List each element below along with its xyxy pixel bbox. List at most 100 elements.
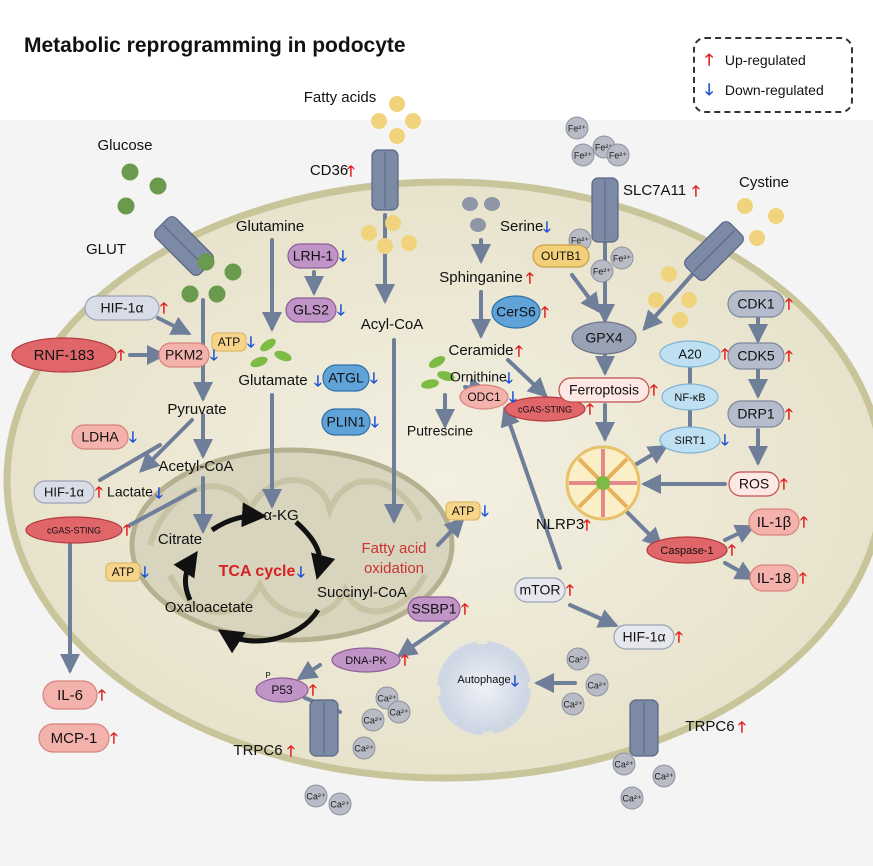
ca-ion: Ca²⁺ bbox=[352, 736, 376, 760]
slc7a11-transporter bbox=[591, 177, 619, 243]
cystine-to-gpx4-arrow bbox=[642, 266, 700, 331]
phospho-label: P bbox=[265, 671, 270, 680]
fatty-acid-particle bbox=[389, 128, 405, 144]
fatty-acid-particle bbox=[361, 225, 377, 241]
caspase1-to-il1b-arrow bbox=[723, 524, 756, 543]
autophage-down-arrow-icon: 🡓 bbox=[511, 673, 519, 690]
node-mcp1-label: MCP-1 bbox=[51, 730, 98, 747]
node-cdk5: CDK5 bbox=[727, 342, 785, 370]
node-mtor-up-arrow-icon: 🡑 bbox=[566, 582, 574, 599]
fatty-acid-particle bbox=[385, 215, 401, 231]
node-pkm2: PKM2 bbox=[158, 342, 210, 368]
trpc6-channel-right bbox=[629, 699, 659, 757]
glut-transporter-seam bbox=[163, 225, 205, 267]
cystine-transporter-seam bbox=[693, 230, 735, 272]
node-caspase1: Caspase-1 bbox=[646, 536, 728, 564]
ceramide-up-arrow-icon: 🡑 bbox=[515, 343, 523, 360]
dnapk-to-p53-arrow bbox=[296, 660, 322, 681]
node-gls2-down-arrow-icon: 🡓 bbox=[337, 302, 345, 319]
label-succinyl-coa: Succinyl-CoA bbox=[317, 584, 407, 601]
ca-ion: Ca²⁺ bbox=[561, 692, 585, 716]
page-title: Metabolic reprogramming in podocyte bbox=[24, 34, 406, 57]
node-gpx4-shape bbox=[571, 321, 637, 355]
glutamate-down-arrow-icon: 🡓 bbox=[314, 373, 322, 390]
node-ferroptosis-label: Ferroptosis bbox=[569, 382, 639, 398]
ca-ion-circle bbox=[652, 764, 676, 788]
node-caspase1-shape bbox=[646, 536, 728, 564]
ca-ion-circle bbox=[361, 708, 385, 732]
node-ros-label: ROS bbox=[739, 476, 769, 492]
node-p53-shape bbox=[255, 677, 309, 703]
label-cd36: CD36 bbox=[310, 162, 348, 179]
hif1a-to-pkm2-arrow bbox=[156, 316, 192, 335]
node-ferroptosis-up-arrow-icon: 🡑 bbox=[650, 382, 658, 399]
ca-ion-label: Ca²⁺ bbox=[563, 699, 583, 709]
label-glutamine: Glutamine bbox=[236, 218, 304, 235]
node-cgas-sting-mid-up-arrow-icon: 🡑 bbox=[586, 401, 594, 418]
fe-ion-circle bbox=[610, 246, 634, 270]
ca-ion-circle bbox=[620, 786, 644, 810]
node-pkm2-down-arrow-icon: 🡓 bbox=[210, 347, 218, 364]
node-cers6: CerS6 bbox=[491, 295, 541, 329]
cgas-to-acetylcoa-arrow bbox=[128, 488, 197, 527]
node-ssbp1-shape bbox=[407, 596, 461, 622]
fe-ion-circle bbox=[571, 143, 595, 167]
label-slc7a11: SLC7A11 bbox=[623, 182, 686, 199]
label-glut: GLUT bbox=[86, 241, 126, 258]
fe-ion-circle bbox=[590, 259, 614, 283]
node-ros-up-arrow-icon: 🡑 bbox=[780, 476, 788, 493]
mitochondrion bbox=[129, 447, 455, 643]
node-hif1a-bottom-up-arrow-icon: 🡑 bbox=[675, 629, 683, 646]
ca-ion-label: Ca²⁺ bbox=[654, 771, 674, 781]
atp-badge-glycolysis-label: ATP bbox=[218, 335, 240, 349]
glutamate-particle bbox=[274, 350, 292, 362]
cystine-particle bbox=[737, 198, 753, 214]
atp-badge-glycolysis-down-arrow-icon: 🡓 bbox=[247, 334, 255, 351]
trpc6-left-up-arrow-icon: 🡑 bbox=[287, 743, 295, 760]
fe-ion: Fe²⁺ bbox=[571, 143, 595, 167]
cystine-particle bbox=[768, 208, 784, 224]
node-cdk5-shape bbox=[727, 342, 785, 370]
node-hif1a-left-up-arrow-icon: 🡑 bbox=[95, 484, 103, 501]
fao-to-atp-arrow bbox=[436, 517, 465, 547]
node-cdk5-label: CDK5 bbox=[737, 348, 775, 364]
trpc6-channel-left bbox=[309, 699, 339, 757]
atp-badge-tca-shape bbox=[105, 562, 141, 582]
node-drp1-up-arrow-icon: 🡑 bbox=[785, 406, 793, 423]
node-dnapk: DNA-PK bbox=[331, 647, 401, 673]
ca-ion-label: Ca²⁺ bbox=[587, 680, 607, 690]
node-dnapk-up-arrow-icon: 🡑 bbox=[401, 652, 409, 669]
ca-ion: Ca²⁺ bbox=[328, 792, 352, 816]
node-odc1-down-arrow-icon: 🡓 bbox=[509, 389, 517, 406]
glucose-particle bbox=[181, 285, 199, 303]
label-acyl-coa: Acyl-CoA bbox=[361, 316, 424, 333]
tca-arrow bbox=[294, 520, 336, 580]
node-atgl-shape bbox=[322, 364, 370, 392]
tca-down-arrow-icon: 🡓 bbox=[297, 564, 305, 581]
node-hif1a-left-shape bbox=[33, 480, 95, 504]
node-sirt1: SIRT1 bbox=[659, 426, 721, 454]
tca-arrow bbox=[217, 608, 321, 654]
node-drp1: DRP1 bbox=[727, 400, 785, 428]
cystine-particle bbox=[661, 266, 677, 282]
label-trpc6-right: TRPC6 bbox=[685, 718, 734, 735]
node-gls2-shape bbox=[285, 297, 337, 323]
ca-ion-circle bbox=[566, 647, 590, 671]
autophagosome-ring bbox=[437, 641, 531, 735]
atp-badge-glycolysis-shape bbox=[211, 332, 247, 352]
node-ros-shape bbox=[728, 471, 780, 497]
node-a20-shape bbox=[659, 340, 721, 368]
atp-badge-fao: ATP bbox=[445, 501, 481, 521]
label-serine: Serine bbox=[500, 218, 543, 235]
node-il18-label: IL-18 bbox=[757, 570, 791, 587]
node-sirt1-shape bbox=[659, 426, 721, 454]
node-gpx4-label: GPX4 bbox=[585, 330, 623, 346]
node-cers6-shape bbox=[491, 295, 541, 329]
node-hif1a-top-up-arrow-icon: 🡑 bbox=[160, 300, 168, 317]
node-ssbp1-up-arrow-icon: 🡑 bbox=[461, 601, 469, 618]
cd36-up-arrow-icon: 🡑 bbox=[347, 163, 355, 180]
legend-down-label: Down-regulated bbox=[724, 82, 824, 98]
legend-down-row: 🡓 Down-regulated bbox=[705, 79, 824, 106]
fe-ion-label: Fe²⁺ bbox=[593, 266, 612, 276]
node-hif1a-bottom-label: HIF-1α bbox=[622, 629, 665, 645]
